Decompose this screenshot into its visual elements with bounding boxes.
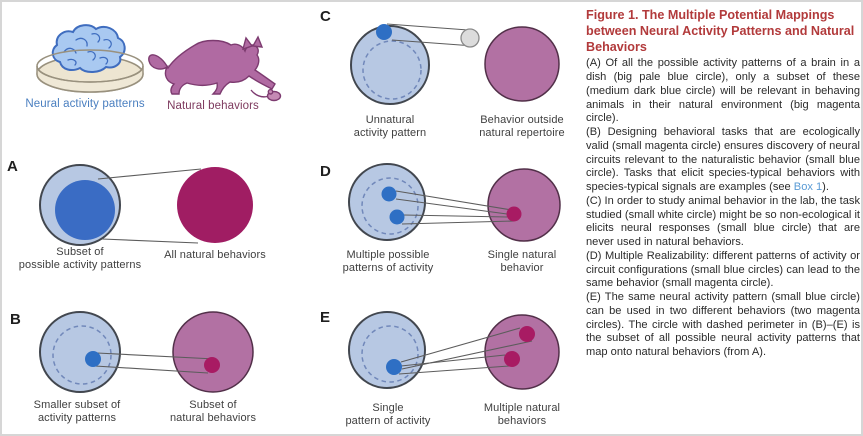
panel-d-left-label: Multiple possible patterns of activity <box>342 249 434 275</box>
panel-d-letter: D <box>320 163 331 180</box>
activity-dot <box>386 359 402 375</box>
panel-e-letter: E <box>320 309 331 326</box>
figure-caption: Figure 1. The Multiple Potential Mapping… <box>586 7 860 360</box>
brain-folds <box>63 32 112 66</box>
unnatural-activity-dot <box>376 24 392 40</box>
dashed-subset-circle <box>361 177 419 235</box>
dashed-subset-circle <box>362 40 422 100</box>
panel-b-diagram <box>39 311 254 393</box>
natural-behaviors-circle <box>484 26 560 102</box>
panel-c-right-label: Behavior outside natural repertoire <box>479 114 565 140</box>
dashed-subset-circle <box>361 325 419 383</box>
panel-a-left-label: Subset of possible activity patterns <box>18 246 142 272</box>
caption-paragraph-e: (E) The same neural activity pattern (sm… <box>586 291 860 359</box>
brain-in-dish-illustration <box>36 24 144 93</box>
mouse-tail <box>250 89 268 98</box>
activity-dot <box>85 351 101 367</box>
mouse-silhouette <box>250 88 282 102</box>
non-ecological-task-circle <box>460 28 480 48</box>
all-activity-patterns-circle <box>350 25 430 105</box>
mouse-ear <box>267 88 274 95</box>
caption-title: Figure 1. The Multiple Potential Mapping… <box>586 8 855 55</box>
caption-paragraph-b-end: ). <box>822 181 829 194</box>
caption-paragraph-c: (C) In order to study animal behavior in… <box>586 194 860 249</box>
dashed-subset-circle <box>52 325 112 385</box>
brain-shape <box>51 24 126 73</box>
all-natural-behaviors-circle <box>177 167 253 243</box>
behavior-dot <box>204 357 220 373</box>
natural-behaviors-circle <box>487 168 561 242</box>
panel-a-letter: A <box>7 158 18 175</box>
cat-ear-left <box>241 36 254 51</box>
behavior-dot-2 <box>504 351 520 367</box>
subset-activity-circle <box>55 180 115 240</box>
petri-dish-rim <box>36 49 144 83</box>
panel-e-right-label: Multiple natural behaviors <box>483 402 561 428</box>
all-activity-patterns-circle <box>39 311 121 393</box>
mapping-lines <box>398 327 533 375</box>
activity-dot-2 <box>389 209 405 225</box>
caption-paragraph-d: (D) Multiple Realizability: different pa… <box>586 249 860 290</box>
natural-behaviors-circle <box>484 314 560 390</box>
cat-chasing-mouse-illustration <box>148 35 282 102</box>
panel-c-diagram <box>350 23 560 105</box>
natural-behaviors-circle <box>172 311 254 393</box>
behavior-dot-1 <box>519 326 535 342</box>
box-1-link[interactable]: Box 1 <box>793 181 823 194</box>
caption-paragraph-b: (B) Designing behavioral tasks that are … <box>586 126 860 195</box>
all-activity-patterns-circle <box>348 311 426 389</box>
panel-e-diagram <box>348 311 560 390</box>
panel-b-left-label: Smaller subset of activity patterns <box>33 399 121 425</box>
behavior-dot <box>506 206 522 222</box>
panel-a-right-label: All natural behaviors <box>164 249 266 261</box>
caption-paragraph-b-text: (B) Designing behavioral tasks that are … <box>586 126 860 194</box>
panel-b-right-label: Subset of natural behaviors <box>169 399 257 425</box>
caption-paragraph-a: (A) Of all the possible activity pattern… <box>586 57 860 125</box>
panel-d-diagram <box>348 163 561 242</box>
mapping-lines <box>94 352 216 374</box>
mapping-lines <box>97 168 202 244</box>
natural-behaviors-label: Natural behaviors <box>167 100 259 112</box>
panel-c-left-label: Unnatural activity pattern <box>353 114 427 140</box>
activity-dot-1 <box>381 186 397 202</box>
all-activity-patterns-circle <box>348 163 426 241</box>
cat-silhouette <box>148 39 276 95</box>
panel-e-left-label: Single pattern of activity <box>345 402 431 428</box>
panel-d-right-label: Single natural behavior <box>487 249 557 275</box>
mapping-lines <box>386 23 475 47</box>
panel-b-letter: B <box>10 311 21 328</box>
panel-a-diagram <box>39 164 253 246</box>
cat-ear-right <box>251 35 264 48</box>
neural-activity-patterns-label: Neural activity patterns <box>25 98 145 110</box>
panel-c-letter: C <box>320 8 331 25</box>
mapping-lines <box>395 190 515 225</box>
